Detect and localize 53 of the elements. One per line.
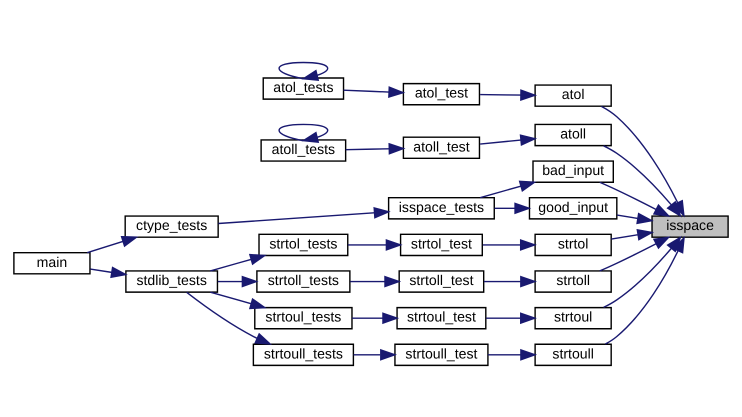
node-box: bad_input	[532, 160, 614, 182]
arrow	[218, 275, 259, 287]
arrow	[86, 235, 139, 253]
node-box: atoll_test	[402, 136, 480, 158]
arrow	[90, 266, 128, 278]
node-box: good_input	[528, 196, 618, 220]
arrow	[611, 228, 654, 240]
node-box: ctype_tests	[124, 214, 219, 238]
arrow	[348, 238, 403, 250]
arrow	[278, 61, 328, 80]
node-box: atol_tests	[262, 76, 344, 100]
arrow	[218, 206, 391, 224]
node-box: strtol	[534, 233, 612, 256]
node-box: strtoll_test	[398, 270, 484, 292]
arrow	[346, 142, 406, 154]
node-box: atol_test	[402, 82, 480, 105]
arrow	[599, 181, 671, 216]
arrow	[278, 123, 328, 142]
node-box: strtoll	[534, 270, 612, 292]
arrow	[186, 291, 272, 344]
node-box: strtoul	[534, 306, 612, 329]
arrow	[603, 144, 682, 218]
arrow	[354, 348, 397, 360]
arrow	[482, 238, 537, 250]
arrow	[210, 290, 267, 309]
arrow	[480, 88, 538, 100]
node-box: strtoll_tests	[256, 270, 351, 292]
arrow	[599, 236, 671, 272]
arrow	[344, 86, 406, 98]
arrow	[210, 253, 267, 272]
node-box: strtoul_test	[396, 306, 487, 329]
arrow	[480, 134, 538, 146]
arrow	[480, 180, 537, 198]
arrow	[486, 312, 537, 324]
arrow	[352, 312, 400, 324]
arrow	[488, 348, 538, 360]
arrow	[484, 275, 538, 287]
node-box: atoll_tests	[260, 138, 346, 162]
node-box: stdlib_tests	[125, 270, 218, 292]
node-box: atol	[534, 84, 612, 106]
node-box: isspace	[651, 214, 729, 238]
node-box: main	[13, 251, 91, 274]
arrow	[616, 212, 654, 224]
node-box: strtol_test	[400, 233, 483, 256]
node-box: strtol_tests	[258, 233, 348, 256]
node-box: isspace_tests	[388, 196, 495, 220]
arrow	[494, 202, 532, 214]
node-box: strtoull_test	[394, 343, 489, 366]
node-box: strtoull_tests	[252, 343, 354, 366]
node-box: atoll	[534, 123, 612, 146]
node-box: strtoull	[534, 343, 612, 366]
arrow	[350, 275, 402, 287]
node-box: strtoul_tests	[254, 306, 353, 329]
